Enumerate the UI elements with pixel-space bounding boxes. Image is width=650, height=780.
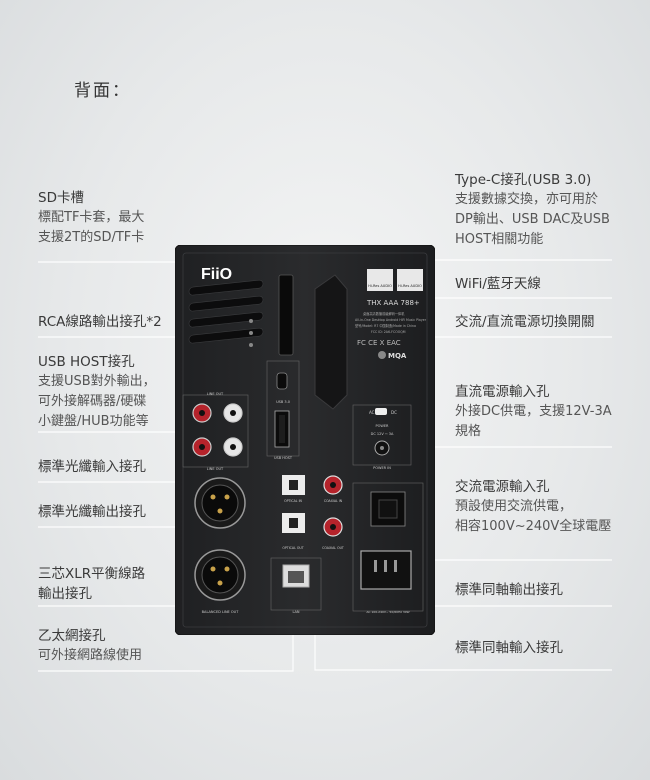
callout-heading: SD卡槽 [38, 190, 84, 206]
callout-heading: 標準光纖輸入接孔 [38, 459, 146, 475]
callout-heading: RCA線路輸出接孔*2 [38, 314, 162, 330]
ac-spec-label: AC 100-240V~ 50/60Hz 30W [366, 610, 409, 614]
callout-heading: 標準光纖輸出接孔 [38, 504, 146, 520]
callout-heading: 標準同軸輸出接孔 [455, 582, 563, 598]
balanced-out-label: BALANCED LINE OUT [202, 610, 240, 614]
device-rear-panel: FiiO Hi-Res AUDIO Hi-Res AUDIO THX AAA 7… [175, 245, 435, 635]
callout-rca-out: RCA線路輸出接孔*2 [38, 312, 162, 332]
badge-text: Hi-Res AUDIO [368, 284, 392, 288]
callout-line: HOST相關功能 [455, 232, 544, 247]
callout-line: 可外接網路線使用 [38, 648, 143, 663]
usb-host-label: USB HOST [274, 456, 293, 460]
brand-logo: FiiO [201, 266, 232, 283]
hires-badge-1 [367, 269, 393, 291]
rca-line-out-jacks[interactable] [192, 403, 243, 457]
badge-text: Hi-Res AUDIO [398, 284, 422, 288]
usb-type-c-port[interactable] [276, 372, 288, 390]
callout-optical-out: 標準光纖輸出接孔 [38, 502, 146, 522]
ac-label: AC [369, 410, 375, 415]
line-out-label: LINE OUT [207, 467, 224, 471]
callout-line: 規格 [455, 424, 482, 439]
antenna [314, 274, 348, 410]
power-label: POWER [376, 424, 390, 428]
callout-line: 相容100V~240V全球電壓 [455, 519, 612, 534]
callout-line: 支援2T的SD/TF卡 [38, 230, 145, 245]
callout-optical-in: 標準光纖輸入接孔 [38, 457, 146, 477]
power-in-label: POWER IN [373, 466, 391, 470]
callout-xlr: 三芯XLR平衡線路 輸出接孔 [38, 564, 145, 604]
callout-heading: WiFi/藍牙天線 [455, 276, 541, 292]
spec-line: 桌面高清数播前级解码一体机 [363, 311, 405, 316]
spec-line: 型号/Model: R7 中国制造/Made in China [355, 323, 416, 328]
lan-label: LAN [292, 610, 299, 614]
callout-type-c: Type-C接孔(USB 3.0) 支援數據交換，亦可用於 DP輸出、USB D… [455, 170, 610, 250]
spec-line: All-in-One Desktop Android HiFi Music Pl… [355, 318, 427, 322]
callout-heading: 乙太網接孔 [38, 628, 106, 644]
sd-card-slot[interactable] [278, 274, 294, 356]
callout-coax-in: 標準同軸輸入接孔 [455, 638, 563, 658]
callout-heading: 交流電源輸入孔 [455, 479, 550, 495]
callout-usb-host: USB HOST接孔 支援USB對外輸出， 可外接解碼器/硬碟 小鍵盤/HUB功… [38, 352, 156, 432]
xlr-balanced-out[interactable] [194, 477, 246, 601]
callout-dc-in: 直流電源輸入孔 外接DC供電，支援12V-3A 規格 [455, 382, 612, 442]
callout-heading: USB HOST接孔 [38, 354, 135, 370]
mqa-text: MQA [388, 352, 407, 360]
callout-line: 支援數據交換，亦可用於 [455, 192, 599, 207]
coaxial-out-label: COAXIAL OUT [322, 546, 344, 550]
callout-heading: 交流/直流電源切換開關 [455, 314, 595, 330]
callout-ethernet: 乙太網接孔 可外接網路線使用 [38, 626, 142, 666]
dc-label: DC [391, 410, 397, 415]
callout-antenna: WiFi/藍牙天線 [455, 274, 541, 294]
mqa-icon [378, 351, 386, 359]
page-title: 背面： [74, 81, 131, 101]
callout-line: 外接DC供電，支援12V-3A [455, 404, 612, 419]
callout-heading: 三芯XLR平衡線路 [38, 566, 146, 582]
callout-line: 小鍵盤/HUB功能等 [38, 414, 149, 429]
optical-out-label: OPTICAL OUT [282, 546, 303, 550]
callout-heading: 標準同軸輸入接孔 [455, 640, 563, 656]
callout-line: 可外接解碼器/硬碟 [38, 394, 147, 409]
callout-sd-slot: SD卡槽 標配TF卡套，最大 支援2T的SD/TF卡 [38, 188, 144, 248]
callout-line: 輸出接孔 [38, 586, 92, 602]
callout-line: 支援USB對外輸出， [38, 374, 156, 389]
cert-logos: FC CE X EAC [357, 339, 401, 347]
vent-slots [188, 279, 264, 344]
line-out-label: LINE OUT [207, 392, 224, 396]
callout-line: 標配TF卡套，最大 [38, 210, 145, 225]
callout-ac-in: 交流電源輸入孔 預設使用交流供電， 相容100V~240V全球電壓 [455, 477, 611, 537]
spec-line: FCC ID: 2A6-FCOOQM [371, 330, 406, 334]
callout-line: DP輸出、USB DAC及USB [455, 212, 610, 227]
callout-line: 預設使用交流供電， [455, 499, 573, 514]
ac-dc-switch[interactable] [375, 408, 387, 415]
hires-badge-2 [397, 269, 423, 291]
optical-in-label: OPTICAL IN [284, 499, 302, 503]
dc-spec-label: DC 12V ⎓ 3A [371, 432, 394, 436]
callout-heading: Type-C接孔(USB 3.0) [455, 172, 592, 188]
usb30-label: USB 3.0 [276, 400, 290, 404]
coaxial-in-label: COAXIAL IN [324, 499, 343, 503]
thx-logo: THX AAA 788+ [366, 299, 420, 307]
callout-heading: 直流電源輸入孔 [455, 384, 550, 400]
callout-power-switch: 交流/直流電源切換開關 [455, 312, 595, 332]
callout-coax-out: 標準同軸輸出接孔 [455, 580, 563, 600]
